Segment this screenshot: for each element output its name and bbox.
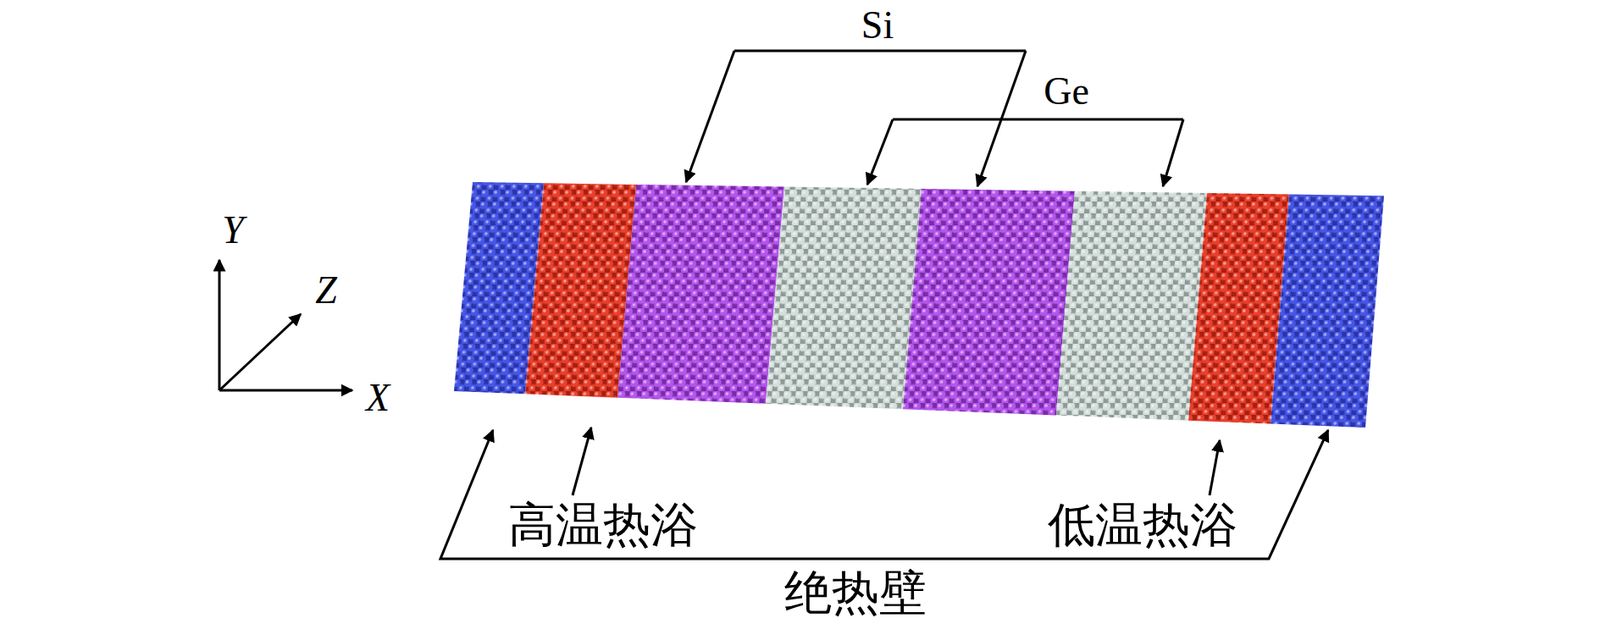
atom-layer bbox=[765, 187, 922, 410]
leader-line bbox=[219, 314, 301, 391]
axis-label: X bbox=[365, 378, 390, 418]
leader-line bbox=[572, 427, 592, 496]
atom-layer bbox=[525, 182, 637, 398]
atom-layer bbox=[902, 188, 1075, 416]
atom-layer bbox=[1056, 191, 1207, 421]
bath-label: 高温热浴 bbox=[508, 501, 698, 549]
atom-layer bbox=[1270, 193, 1385, 428]
leader-line bbox=[219, 389, 353, 393]
leader-line bbox=[734, 49, 1026, 53]
material-label: Ge bbox=[1043, 71, 1090, 111]
wall-label: 绝热壁 bbox=[784, 569, 927, 617]
leader-line bbox=[218, 260, 222, 391]
bath-label: 低温热浴 bbox=[1047, 501, 1238, 549]
leader-line bbox=[867, 119, 893, 185]
leader-line bbox=[892, 118, 1184, 122]
axis-label: Y bbox=[221, 210, 244, 250]
leader-line bbox=[1162, 119, 1184, 187]
leader-line bbox=[686, 50, 735, 183]
material-label: Si bbox=[861, 5, 894, 45]
atom-layer bbox=[617, 184, 785, 405]
leader-line bbox=[1209, 440, 1220, 496]
axis-label: Z bbox=[315, 271, 338, 311]
